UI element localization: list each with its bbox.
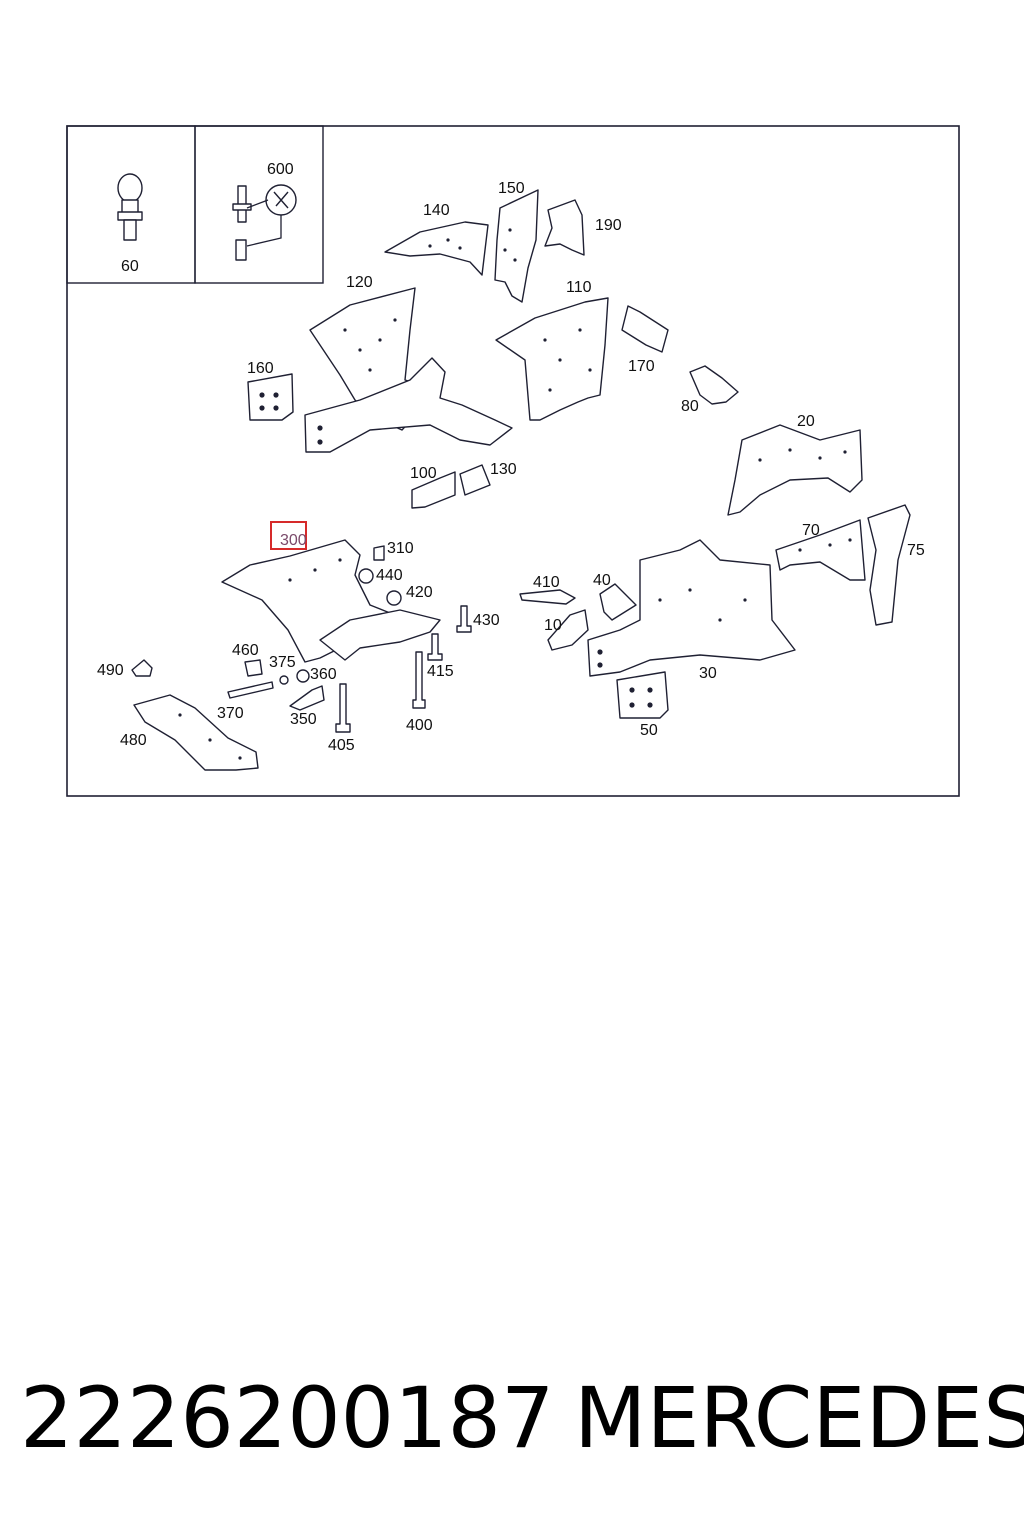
label-170[interactable]: 170 (628, 358, 655, 375)
part-420-shape (386, 590, 402, 606)
label-100[interactable]: 100 (410, 465, 437, 482)
weld-points (178, 228, 852, 760)
part-400-shape (412, 651, 426, 709)
label-110[interactable]: 110 (566, 279, 592, 296)
part-310-shape (373, 545, 385, 561)
label-430[interactable]: 430 (473, 612, 500, 629)
label-480[interactable]: 480 (120, 732, 147, 749)
part-360-shape (296, 669, 310, 683)
part-20-shape (727, 424, 863, 516)
label-50[interactable]: 50 (640, 722, 658, 739)
part-410-shape (519, 589, 576, 605)
part-120b-shape (304, 357, 513, 453)
part-170-shape (621, 305, 669, 353)
label-160[interactable]: 160 (247, 360, 274, 377)
highlight-box (270, 521, 307, 550)
footer-caption: 2226200187 MERCEDES (0, 1368, 1024, 1478)
part-70-shape (775, 519, 866, 581)
label-40[interactable]: 40 (593, 572, 611, 589)
label-360[interactable]: 360 (310, 666, 337, 683)
label-300[interactable]: 300 (280, 532, 307, 549)
inset-box-600 (194, 125, 324, 284)
part-number: 2226200187 (20, 1369, 555, 1467)
part-80-shape (689, 365, 739, 405)
label-400[interactable]: 400 (406, 717, 433, 734)
part-415-shape (427, 633, 443, 661)
label-310[interactable]: 310 (387, 540, 414, 557)
label-490[interactable]: 490 (97, 662, 124, 679)
part-300b-shape (319, 609, 441, 661)
label-80[interactable]: 80 (681, 398, 699, 415)
diagram-frame (66, 125, 960, 797)
ball-stud-part (117, 173, 143, 241)
part-140-shape (384, 221, 489, 276)
label-460[interactable]: 460 (232, 642, 259, 659)
part-350-shape (289, 685, 325, 711)
part-490-shape (131, 659, 153, 677)
part-460-shape (244, 659, 263, 677)
part-75-shape (867, 504, 911, 626)
part-430-shape (456, 605, 472, 633)
brand-name: MERCEDES (574, 1369, 1024, 1467)
label-600: 600 (267, 161, 294, 178)
label-120[interactable]: 120 (346, 274, 373, 291)
part-160-shape (247, 373, 294, 421)
label-415[interactable]: 415 (427, 663, 454, 680)
label-405[interactable]: 405 (328, 737, 355, 754)
part-150-shape (494, 189, 539, 303)
part-40-shape (599, 583, 637, 621)
part-100-shape (411, 471, 456, 509)
part-130-shape (459, 464, 491, 496)
label-140[interactable]: 140 (423, 202, 450, 219)
part-10-shape (547, 609, 589, 651)
label-375[interactable]: 375 (269, 654, 296, 671)
label-420[interactable]: 420 (406, 584, 433, 601)
label-30[interactable]: 30 (699, 665, 717, 682)
part-375-shape (279, 675, 289, 685)
label-70[interactable]: 70 (802, 522, 820, 539)
part-190-shape (544, 199, 585, 256)
label-370[interactable]: 370 (217, 705, 244, 722)
part-110-shape (495, 297, 609, 421)
label-440[interactable]: 440 (376, 567, 403, 584)
bolt-wrench-part (232, 184, 297, 261)
label-20[interactable]: 20 (797, 413, 815, 430)
label-410[interactable]: 410 (533, 574, 560, 591)
part-405-shape (335, 683, 351, 733)
part-30-shape (587, 539, 796, 677)
label-10[interactable]: 10 (544, 617, 562, 634)
label-75[interactable]: 75 (907, 542, 925, 559)
part-440-shape (358, 568, 374, 584)
label-190[interactable]: 190 (595, 217, 622, 234)
part-50-shape (616, 671, 669, 719)
label-150[interactable]: 150 (498, 180, 525, 197)
label-130[interactable]: 130 (490, 461, 517, 478)
part-480-shape (133, 694, 259, 771)
label-350[interactable]: 350 (290, 711, 317, 728)
part-370-shape (227, 681, 274, 699)
label-60: 60 (121, 258, 139, 275)
parts-diagram: 60 600 140 150 190 120 110 160 170 80 20… (66, 125, 960, 797)
